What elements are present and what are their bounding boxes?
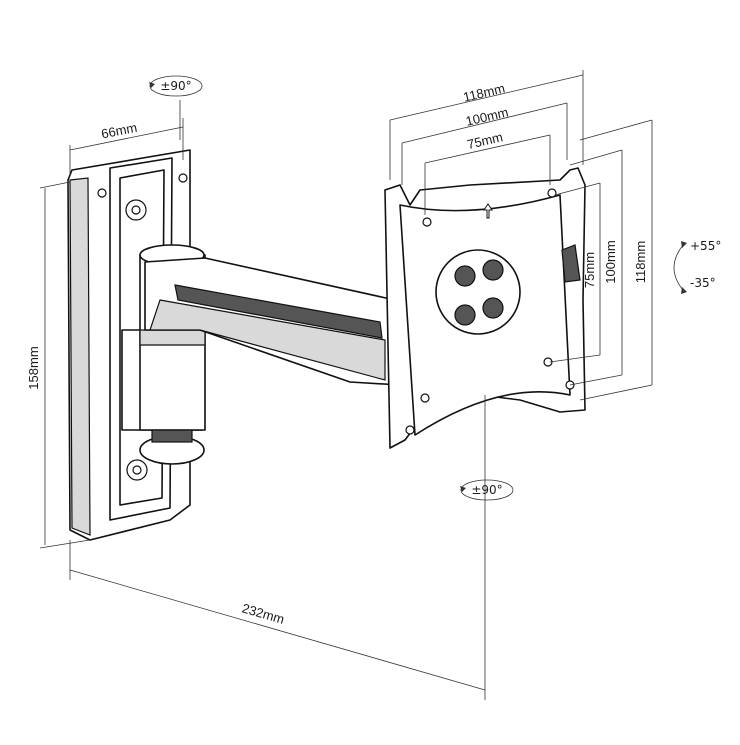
dim-plate-width-label: 66mm <box>100 120 138 142</box>
tilt-up-label: +55° <box>690 239 721 253</box>
bottom-swivel-indicator: ±90° <box>460 479 514 501</box>
vesa-plate <box>384 167 586 449</box>
tilt-down-label: -35° <box>690 276 716 290</box>
dim-right-inner-label: 75mm <box>582 252 597 288</box>
plate-screw-top-left <box>97 188 107 198</box>
swing-arm <box>144 257 406 386</box>
top-swivel-label: ±90° <box>160 79 191 93</box>
plate-screw-top-right <box>178 173 188 183</box>
dimension-lines <box>39 70 687 700</box>
dim-mid-width-label: 100mm <box>464 104 510 128</box>
dim-plate-height-label: 158mm <box>26 346 41 389</box>
tilt-hinge <box>561 244 581 283</box>
vesa-center-disc <box>435 249 521 335</box>
top-swivel-indicator: ±90° <box>149 75 203 97</box>
up-arrow-icon <box>483 203 493 219</box>
dim-arm-length-label: 232mm <box>240 600 286 626</box>
dim-right-mid-label: 100mm <box>603 240 618 283</box>
dim-inner-width-label: 75mm <box>466 129 505 152</box>
bottom-swivel-label: ±90° <box>471 483 502 497</box>
dim-top-width-label: 118mm <box>462 81 507 105</box>
dim-right-outer-label: 118mm <box>633 241 648 283</box>
